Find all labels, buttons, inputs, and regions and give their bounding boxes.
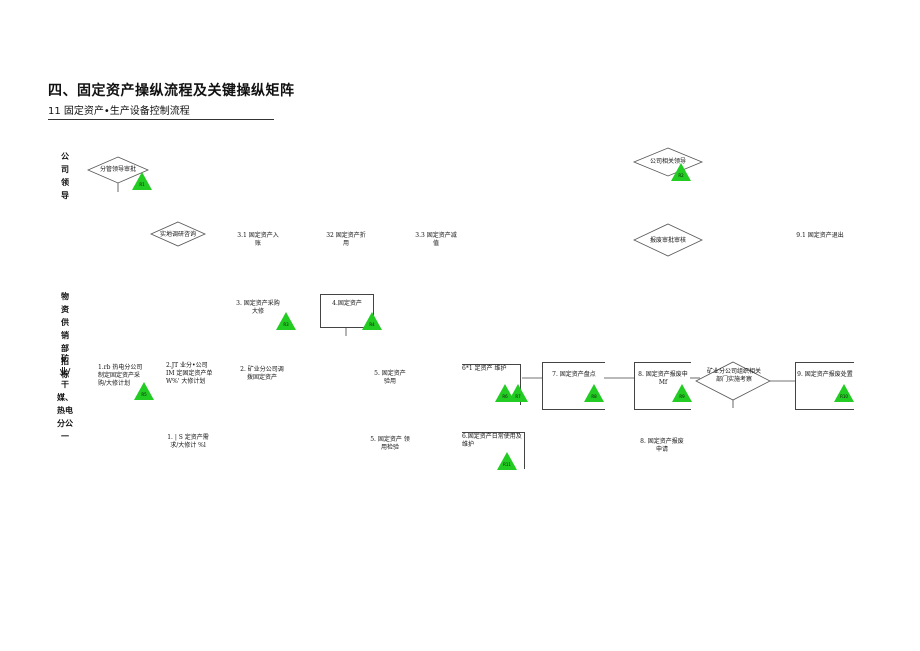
node-9-1: 9.1 固定资产退出 xyxy=(796,232,844,239)
node-7-inventory: 7. 固定资产盘点 xyxy=(542,362,605,410)
node-8-scrap-apply: 8. 固定资产报废申 Mf xyxy=(634,362,691,410)
risk-mark: R5 xyxy=(141,392,147,397)
lane-label-supply: 物资供销部招标 xyxy=(61,292,69,379)
risk-triangle xyxy=(834,384,854,402)
node-5-accept: 5. 固定资产验用 xyxy=(374,370,406,385)
risk-triangle xyxy=(276,312,296,330)
node-5-use: 5. 固定资产 领用检验 xyxy=(370,436,410,451)
risk-mark: R3 xyxy=(283,322,289,327)
risk-triangle xyxy=(671,163,691,181)
node-2-transfer: 2. 矿业分公司调拨固定资产 xyxy=(240,366,284,381)
node-4: 4.固定资产 xyxy=(332,300,362,307)
risk-triangle xyxy=(584,384,604,402)
node-investigate: 实地调研咨询 xyxy=(159,231,196,238)
risk-mark: R9 xyxy=(679,394,685,399)
page-title: 四、固定资产操纵流程及关键操纵矩阵 xyxy=(48,83,295,99)
risk-mark: R1 xyxy=(139,182,145,187)
risk-mark: R2 xyxy=(678,173,684,178)
node-1-plan: 1.rb 热电分公司制定固定资产采购/大修计划 xyxy=(98,364,143,387)
node-3: 3. 固定资产采购大修 xyxy=(236,300,280,315)
risk-triangle xyxy=(508,384,528,402)
risk-mark: R7 xyxy=(515,394,521,399)
node-3-1: 3.1 固定资产入账 xyxy=(237,232,279,247)
risk-mark: R4 xyxy=(369,322,375,327)
lane-label-branch: 矿业/干媒、热电分公一 xyxy=(57,354,73,441)
risk-mark: R6 xyxy=(502,394,508,399)
node-scrap-review: 报废审批审核 xyxy=(649,237,686,244)
risk-mark: R10 xyxy=(840,394,848,399)
node-3-2: 32 固定资产折用 xyxy=(326,232,366,247)
page-subtitle: 11 固定资产•生产设备控制流程 xyxy=(48,102,274,120)
risk-mark: R8 xyxy=(591,394,597,399)
node-6-daily: 6.固定资产日常使用及维护 xyxy=(462,432,525,469)
risk-triangle xyxy=(497,452,517,470)
node-3-3: 3.3 固定资产减值 xyxy=(415,232,457,247)
node-leader-review: 分管领导审批 xyxy=(99,166,136,173)
risk-triangle xyxy=(672,384,692,402)
risk-triangle xyxy=(134,382,154,400)
node-1-demand: 1. | S 定资产需求/大修计 %l xyxy=(167,434,209,449)
lane-label-leadership: 公司领导 xyxy=(61,152,69,200)
node-2-plan: 2.JT 业分•公司 IM 定固定资产单 W%' 大修计划 xyxy=(166,362,213,385)
node-8-scrap-request: 8. 固定资产报废申请 xyxy=(640,438,684,453)
risk-mark: R11 xyxy=(503,462,511,467)
risk-triangle xyxy=(132,172,152,190)
node-company-exec: 公司相关领导 xyxy=(649,158,686,165)
node-9-dispose: 9. 固定资产报废处置 xyxy=(795,362,854,410)
node-decision: 矿业分公司组织相关部门实施考察 xyxy=(706,368,761,383)
risk-triangle xyxy=(362,312,382,330)
